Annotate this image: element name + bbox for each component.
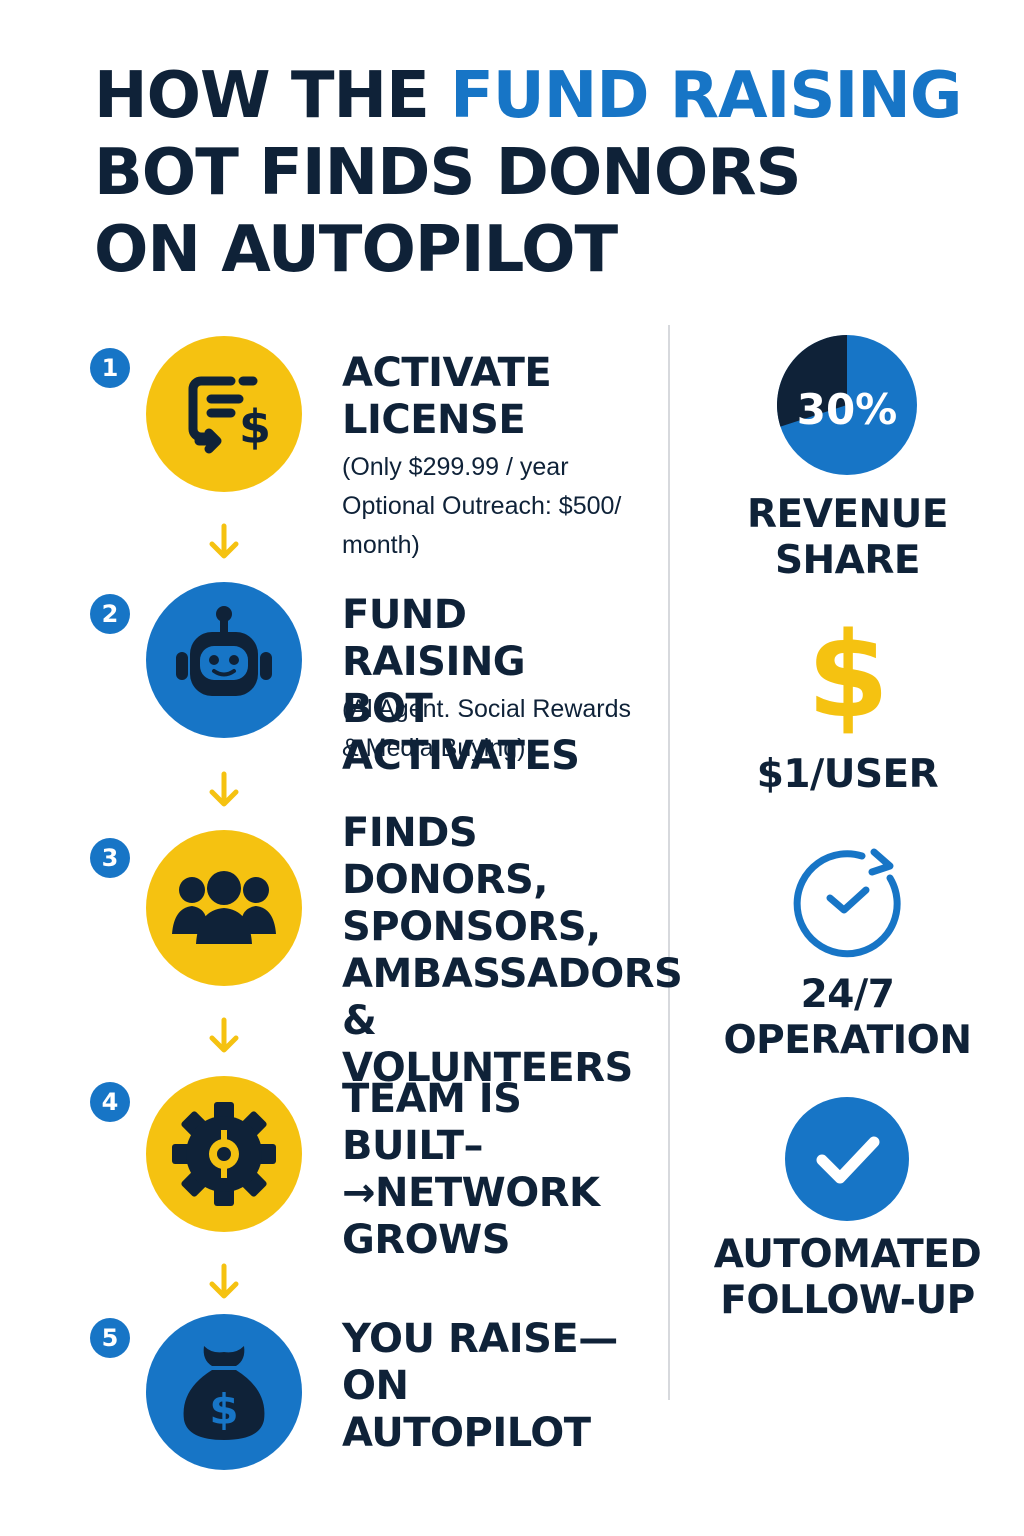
license-dollar-icon: $ [188, 376, 271, 454]
pie-chart-icon: 30% [776, 334, 918, 476]
clock-refresh-icon [786, 842, 910, 966]
arrow-down-icon [204, 770, 244, 810]
title-line3: ON AUTOPILOT [94, 213, 618, 287]
money-bag-icon: $ [183, 1346, 265, 1440]
step-2-badge: 2 [90, 594, 130, 634]
title-line2: BOT FINDS DONORS [94, 136, 802, 210]
people-group-icon [172, 871, 276, 944]
revenue-share-value: 30% [797, 385, 898, 434]
step-3-circle [146, 830, 302, 986]
title-line1-pre: HOW THE [94, 59, 451, 133]
arrow-down-icon [204, 1016, 244, 1056]
step-4-badge: 4 [90, 1082, 130, 1122]
step-1-subtitle: (Only $299.99 / year Optional Outreach: … [342, 453, 622, 559]
column-divider [668, 325, 670, 1400]
gear-icon [172, 1102, 276, 1206]
step-5-title: YOU RAISE— ON AUTOPILOT [342, 1316, 618, 1456]
step-3-badge: 3 [90, 838, 130, 878]
step-5-circle: $ [146, 1314, 302, 1470]
dollar-icon: $ [806, 606, 890, 744]
operation-label: 24/7 OPERATION [723, 972, 972, 1063]
step-4-circle [146, 1076, 302, 1232]
step-2-circle [146, 582, 302, 738]
robot-icon [176, 606, 272, 696]
revenue-share-label: REVENUE SHARE [747, 492, 948, 583]
per-user-label: $1/USER [756, 752, 939, 797]
step-1-badge: 1 [90, 348, 130, 388]
step-2-subtitle: (Al Agent. Social Rewards & Media Buying… [342, 695, 632, 762]
arrow-down-icon [204, 522, 244, 562]
svg-text:$: $ [239, 400, 271, 454]
step-5-badge: 5 [90, 1318, 130, 1358]
step-4-title: TEAM IS BUILT– →NETWORK GROWS [342, 1076, 600, 1263]
follow-up-label: AUTOMATED FOLLOW-UP [713, 1232, 982, 1323]
step-1-circle: $ [146, 336, 302, 492]
page-title: HOW THE FUND RAISING BOT FINDS DONORS ON… [94, 58, 994, 289]
svg-text:$: $ [209, 1385, 238, 1434]
title-line1-accent: FUND RAISING [450, 59, 962, 133]
step-3-title: FINDS DONORS, SPONSORS, AMBASSADORS & VO… [342, 810, 683, 1091]
step-1-title: ACTIVATE LICENSE [342, 350, 552, 443]
check-circle-icon [784, 1096, 910, 1222]
arrow-down-icon [204, 1262, 244, 1302]
step-2-title: FUND RAISING BOT ACTIVATES [342, 592, 580, 779]
